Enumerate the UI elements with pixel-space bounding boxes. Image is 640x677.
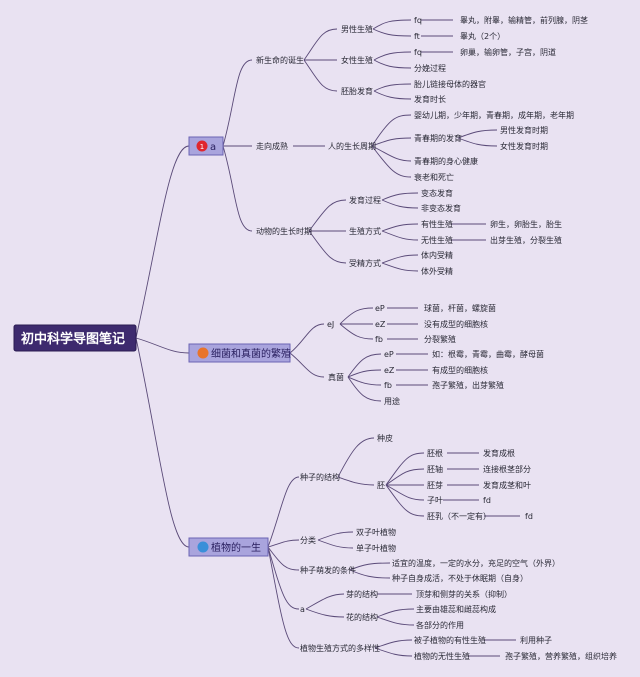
endosperm-value: fd [525, 512, 533, 521]
fungi-label[interactable]: 真菌 [328, 372, 344, 382]
bud-value: 顶芽和侧芽的关系（抑制） [416, 589, 512, 599]
bact-ez: eZ [375, 320, 386, 329]
fungi-ez-value: 有成型的细胞核 [432, 365, 488, 375]
asexual-repro-value: 出芽生殖，分裂生殖 [490, 235, 562, 245]
male-repro[interactable]: 男性生殖 [341, 24, 373, 34]
germ-internal: 种子自身成活，不处于休眠期（自身） [392, 573, 528, 583]
female-repro[interactable]: 女性生殖 [341, 55, 373, 65]
bud-structure[interactable]: 芽的结构 [346, 589, 378, 599]
seed-coat: 种皮 [377, 433, 393, 443]
monocot: 单子叶植物 [356, 543, 396, 553]
plant-asexual: 植物的无性生殖 [414, 651, 470, 661]
female-fq-value: 卵巢，输卵管，子宫，阴道 [460, 47, 556, 57]
male-fq-value: 睾丸，附睾，输精管，前列腺，阴茎 [460, 15, 588, 25]
plumule-value: 发育成茎和叶 [483, 480, 531, 490]
aging: 衰老和死亡 [414, 172, 454, 182]
root-node[interactable]: 初中科学导图笔记 [13, 324, 137, 352]
cotyledon-value: fd [483, 496, 491, 505]
branch-node-1[interactable]: 1 a [188, 136, 224, 156]
male-ft: ft [414, 32, 420, 41]
seed-structure[interactable]: 种子的结构 [300, 472, 340, 482]
bact-fb: fb [375, 335, 383, 344]
orange-circle-icon [197, 347, 209, 359]
flower-main: 主要由雄蕊和雌蕊构成 [416, 604, 496, 614]
internal-fert: 体内受精 [421, 250, 453, 260]
fert-method[interactable]: 受精方式 [349, 258, 381, 268]
sexual-repro: 有性生殖 [421, 219, 453, 229]
flower-function: 各部分的作用 [416, 620, 464, 630]
female-puberty: 女性发育时期 [500, 141, 548, 151]
fungi-ez: eZ [384, 366, 395, 375]
plumule: 胚芽 [427, 480, 443, 490]
embryo-duration: 发育时长 [414, 94, 446, 104]
repro-method[interactable]: 生殖方式 [349, 226, 381, 236]
sexual-repro-value: 卵生，卵胎生，胎生 [490, 219, 562, 229]
fungi-use: 用途 [384, 396, 400, 406]
branch-2-label: 细菌和真菌的繁殖 [211, 347, 291, 360]
male-puberty: 男性发育时期 [500, 125, 548, 135]
fungi-ep: eP [384, 350, 394, 359]
non-metamorphosis: 非变态发育 [421, 203, 461, 213]
male-ft-value: 睾丸（2个） [460, 31, 505, 41]
connectors [135, 19, 520, 657]
embryo-dev[interactable]: 胚胎发育 [341, 86, 373, 96]
bact-ep: eP [375, 304, 385, 313]
asexual-repro: 无性生殖 [421, 235, 453, 245]
dicot: 双子叶植物 [356, 527, 396, 537]
female-fq: fq [414, 48, 422, 57]
develop-process[interactable]: 发育过程 [349, 195, 381, 205]
bact-ez-value: 没有成型的细胞核 [424, 319, 488, 329]
seed-embryo[interactable]: 胚 [377, 481, 385, 490]
animal-growth[interactable]: 动物的生长时期 [256, 226, 312, 236]
bact-ep-value: 球菌，杆菌，螺旋菌 [424, 303, 496, 313]
plant-asexual-value: 孢子繁殖，营养繁殖，组织培养 [505, 651, 617, 661]
branch-3-content: 种子的结构 种皮 胚 胚根 发育成根 胚轴 连接根茎部分 胚芽 发育成茎和叶 子… [300, 433, 617, 661]
branch-1-content: 新生命的诞生 男性生殖 fq 睾丸，附睾，输精管，前列腺，阴茎 ft 睾丸（2个… [256, 15, 588, 276]
bact-fb-value: 分裂繁殖 [424, 334, 456, 344]
blue-circle-icon [197, 541, 209, 553]
flower-structure[interactable]: 花的结构 [346, 612, 378, 622]
root-title: 初中科学导图笔记 [21, 331, 125, 347]
metamorphosis: 变态发育 [421, 188, 453, 198]
grow-label[interactable]: 走向成熟 [256, 141, 288, 151]
fungi-fb-value: 孢子繁殖，出芽繁殖 [432, 380, 504, 390]
germ-external: 适宜的温度，一定的水分，充足的空气（外界） [392, 558, 560, 568]
branch-node-3[interactable]: 植物的一生 [188, 537, 269, 557]
red-number-1-icon [196, 140, 208, 152]
puberty-health: 青春期的身心健康 [414, 156, 478, 166]
radicle-value: 发育成根 [483, 448, 515, 458]
germination-label[interactable]: 种子萌发的条件 [300, 565, 356, 575]
cotyledon: 子叶 [427, 496, 443, 505]
angiosperm-sexual-value: 利用种子 [520, 635, 552, 645]
life-cycle[interactable]: 人的生长周期 [328, 141, 376, 151]
radicle: 胚根 [427, 448, 443, 458]
life-stages: 婴幼儿期，少年期，青春期，成年期，老年期 [414, 110, 574, 120]
puberty-dev[interactable]: 青春期的发育 [414, 133, 462, 143]
branch-3-label: 植物的一生 [211, 541, 261, 554]
hypocotyl: 胚轴 [427, 464, 443, 474]
branch-2-content: eJ eP 球菌，杆菌，螺旋菌 eZ 没有成型的细胞核 fb 分裂繁殖 真菌 e… [327, 303, 544, 406]
childbirth: 分娩过程 [414, 63, 446, 73]
endosperm: 胚乳（不一定有） [427, 511, 491, 521]
branch-1-label: a [210, 142, 216, 153]
angiosperm-sexual: 被子植物的有性生殖 [414, 635, 486, 645]
birth-label[interactable]: 新生命的诞生 [256, 55, 304, 65]
fungi-fb: fb [384, 381, 392, 390]
fungi-ep-value: 如：根霉，青霉，曲霉，酵母菌 [432, 349, 544, 359]
icon-number: 1 [200, 143, 204, 151]
male-fq: fq [414, 16, 422, 25]
embryo-organ: 胎儿链接母体的器官 [414, 79, 486, 89]
plant-repro-label[interactable]: 植物生殖方式的多样性 [300, 643, 380, 653]
a-label[interactable]: a [300, 605, 305, 614]
branch-node-2[interactable]: 细菌和真菌的繁殖 [188, 343, 291, 363]
external-fert: 体外受精 [421, 266, 453, 276]
hypocotyl-value: 连接根茎部分 [483, 464, 531, 474]
bacteria-label[interactable]: eJ [327, 320, 334, 329]
classify-label[interactable]: 分类 [300, 535, 316, 545]
